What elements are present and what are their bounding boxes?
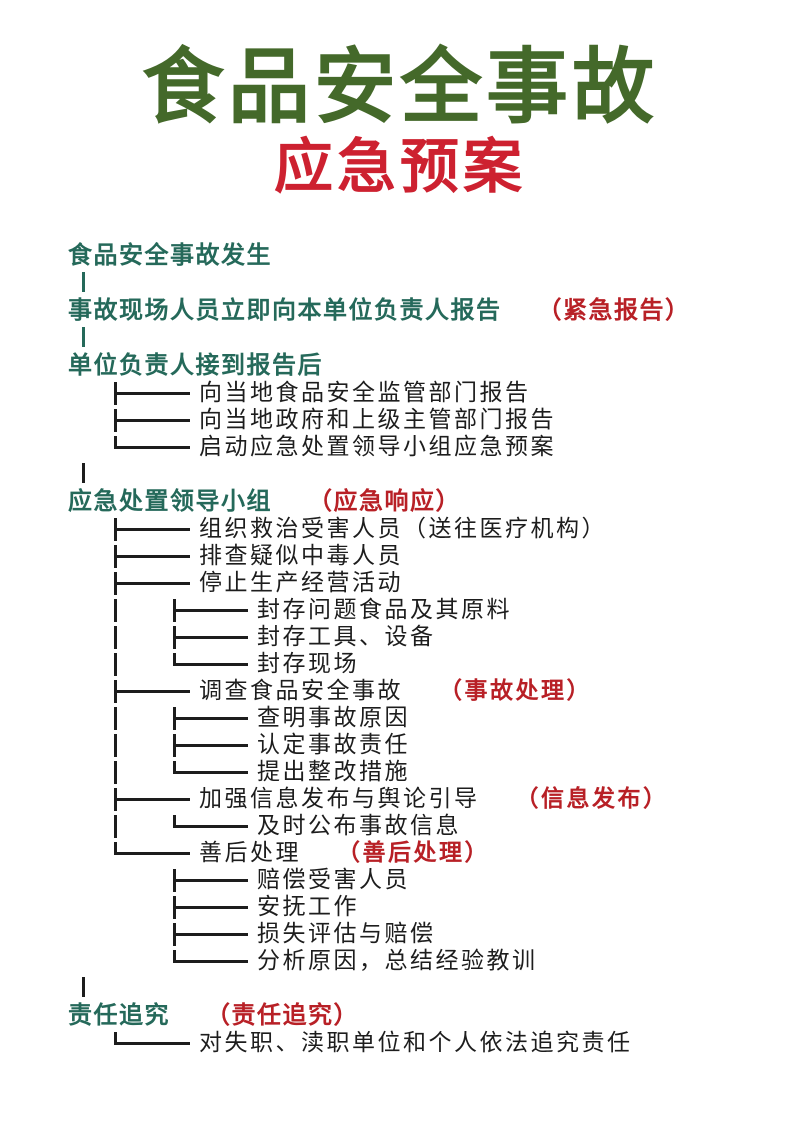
step-label: 认定事故责任 [257,732,410,758]
flow-step-heading: 事故现场人员立即向本单位负责人报告（紧急报告） [68,295,778,325]
flow-tree-item: 认定事故责任 [68,732,778,759]
flow-tree-item: 加强信息发布与舆论引导（信息发布） [68,786,778,813]
branch-elbow-connector [173,759,248,786]
flow-tree-item: 向当地政府和上级主管部门报告 [68,407,778,434]
branch-tee-connector [173,921,248,948]
flow-step-heading: 责任追究（责任追究） [68,1000,778,1030]
phase-tag: （紧急报告） [537,296,691,324]
step-label: 责任追究（责任追究） [68,1001,359,1029]
flow-tree-item: 启动应急处置领导小组应急预案 [68,434,778,461]
flow-tree-item: 封存问题食品及其原料 [68,597,778,624]
flow-tree-item: 封存现场 [68,651,778,678]
flow-tree-item: 安抚工作 [68,894,778,921]
branch-elbow-connector [173,948,248,975]
flow-tree-item: 赔偿受害人员 [68,867,778,894]
branch-tee-connector [173,867,248,894]
branch-continuation-line [114,734,117,757]
step-label: 向当地政府和上级主管部门报告 [199,407,556,433]
branch-elbow-connector [173,651,248,678]
connector-line [82,463,85,483]
branch-continuation-line [114,599,117,622]
branch-tee-connector [114,570,190,597]
flow-tree-item: 停止生产经营活动 [68,570,778,597]
step-label: 向当地食品安全监管部门报告 [199,380,531,406]
branch-continuation-line [114,653,117,676]
branch-tee-connector [114,543,190,570]
flow-tree-item: 及时公布事故信息 [68,813,778,840]
branch-continuation-line [114,761,117,784]
flow-tree-item: 向当地食品安全监管部门报告 [68,380,778,407]
phase-tag: （责任追究） [206,1001,359,1029]
step-label: 排查疑似中毒人员 [199,543,403,569]
branch-continuation-line [114,707,117,730]
step-label: 善后处理（善后处理） [199,840,490,866]
phase-tag: （应急响应） [308,487,461,515]
flow-tree-item: 封存工具、设备 [68,624,778,651]
branch-elbow-connector [114,434,190,461]
branch-continuation-line [114,626,117,649]
flow-tree-item: 排查疑似中毒人员 [68,543,778,570]
step-label: 加强信息发布与舆论引导（信息发布） [199,786,669,812]
step-label: 分析原因，总结经验教训 [257,948,538,974]
flow-tree-item: 组织救治受害人员（送往医疗机构） [68,516,778,543]
flow-vertical-connector [68,270,778,295]
branch-tee-connector [173,705,248,732]
branch-continuation-line [114,815,117,838]
branch-elbow-connector [173,813,248,840]
branch-tee-connector [173,732,248,759]
branch-elbow-connector [114,1030,190,1057]
branch-tee-connector [173,894,248,921]
step-label: 查明事故原因 [257,705,410,731]
page-title-main: 食品安全事故 [141,40,658,135]
phase-tag: （事故处理） [439,678,592,704]
flow-tree: 食品安全事故发生事故现场人员立即向本单位负责人报告（紧急报告） 单位负责人接到报告… [68,240,778,1057]
step-label: 封存现场 [257,651,359,677]
title-block: 食品安全事故 应急预案 [0,42,800,198]
step-label: 应急处置领导小组（应急响应） [68,487,461,515]
phase-tag: （善后处理） [337,840,490,866]
flow-tree-item: 对失职、渎职单位和个人依法追究责任 [68,1030,778,1057]
flow-tree-item: 提出整改措施 [68,759,778,786]
flow-tree-item: 善后处理（善后处理） [68,840,778,867]
step-label: 单位负责人接到报告后 [68,351,323,379]
step-label: 及时公布事故信息 [257,813,461,839]
step-label: 提出整改措施 [257,759,410,785]
step-label: 对失职、渎职单位和个人依法追究责任 [199,1030,633,1056]
branch-elbow-connector [114,840,190,867]
connector-line [82,327,85,347]
flow-tree-item: 查明事故原因 [68,705,778,732]
flow-vertical-connector [68,975,778,1000]
step-label: 封存工具、设备 [257,624,436,650]
step-label: 事故现场人员立即向本单位负责人报告（紧急报告） [68,296,691,324]
step-label: 封存问题食品及其原料 [257,597,512,623]
step-label: 组织救治受害人员（送往医疗机构） [199,516,607,542]
step-label: 安抚工作 [257,894,359,920]
flow-tree-item: 分析原因，总结经验教训 [68,948,778,975]
flow-step-heading: 单位负责人接到报告后 [68,350,778,380]
branch-tee-connector [114,516,190,543]
connector-line [82,272,85,292]
step-label: 食品安全事故发生 [68,241,272,269]
step-label: 赔偿受害人员 [257,867,410,893]
branch-tee-connector [173,597,248,624]
flow-step-heading: 食品安全事故发生 [68,240,778,270]
flow-vertical-connector [68,461,778,486]
branch-tee-connector [114,678,190,705]
step-label: 调查食品安全事故（事故处理） [199,678,592,704]
branch-tee-connector [114,786,190,813]
step-label: 损失评估与赔偿 [257,921,436,947]
flow-tree-item: 损失评估与赔偿 [68,921,778,948]
step-label: 停止生产经营活动 [199,570,403,596]
phase-tag: （信息发布） [515,786,669,812]
flow-vertical-connector [68,325,778,350]
branch-tee-connector [114,407,190,434]
branch-tee-connector [173,624,248,651]
branch-tee-connector [114,380,190,407]
connector-line [82,977,85,997]
step-label: 启动应急处置领导小组应急预案 [199,434,556,460]
page-title-sub: 应急预案 [273,131,526,201]
flow-step-heading: 应急处置领导小组（应急响应） [68,486,778,516]
flow-tree-item: 调查食品安全事故（事故处理） [68,678,778,705]
